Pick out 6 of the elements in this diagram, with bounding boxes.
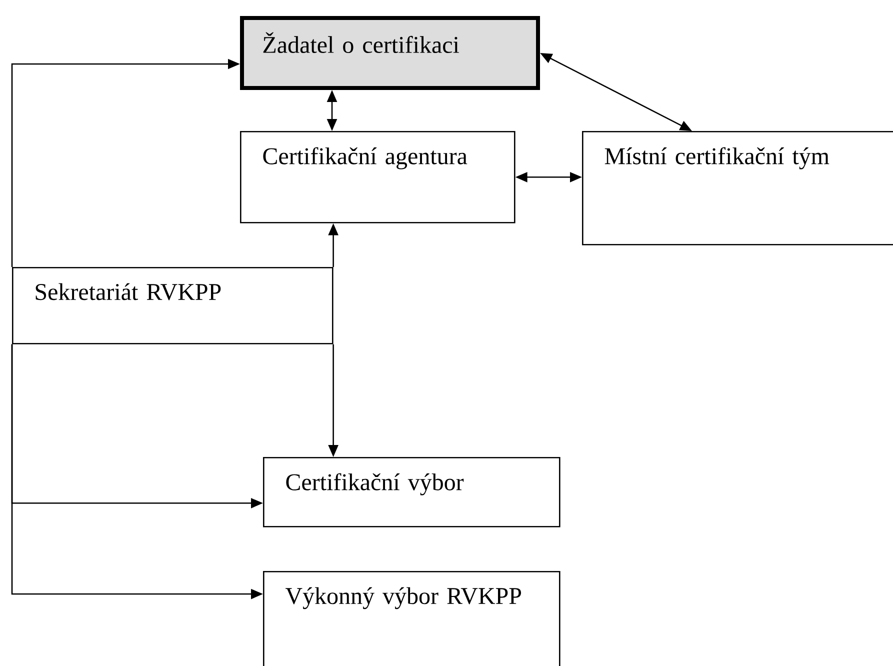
process-box: Sekretariát RVKPP [12, 267, 334, 344]
process-box: Žadatel o certifikaci [240, 16, 540, 90]
process-box: Výkonný výbor RVKPP [263, 571, 560, 666]
process-box: Certifikační výbor [263, 457, 560, 528]
process-box: Certifikační agentura [240, 131, 516, 224]
process-box: Místní certifikační tým [582, 131, 893, 246]
